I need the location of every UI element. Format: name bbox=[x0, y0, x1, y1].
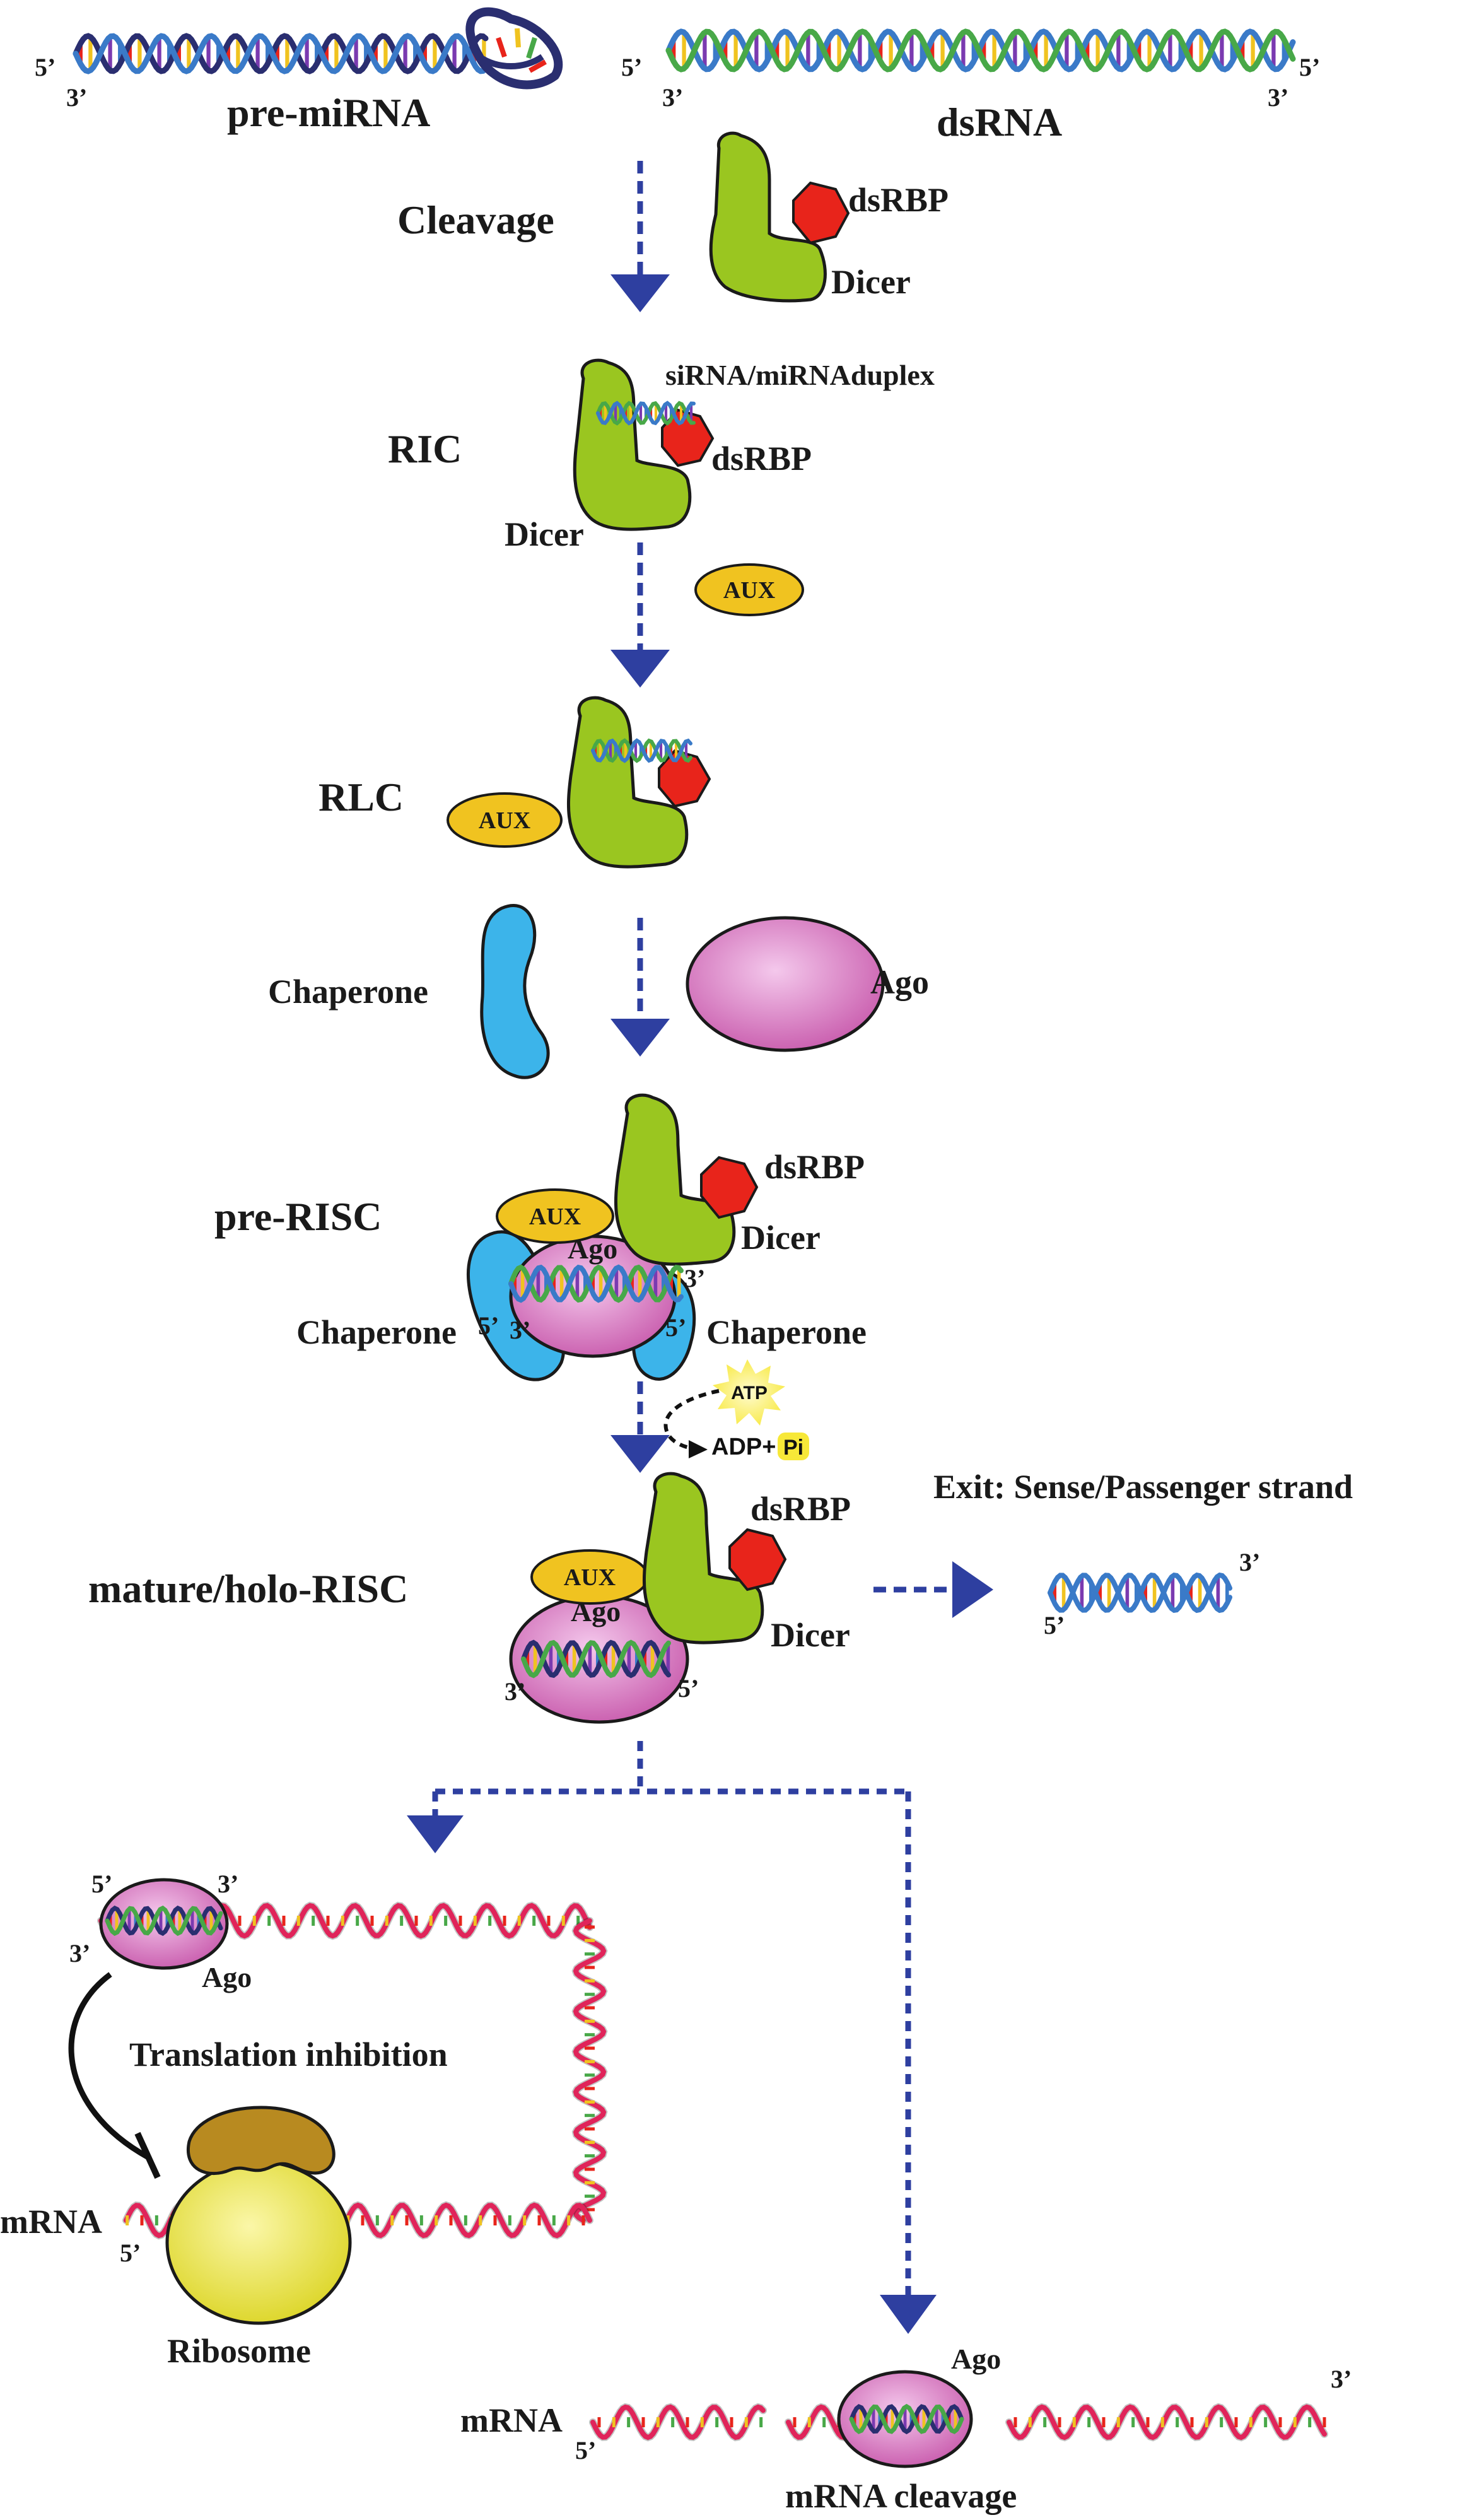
dicer-mature bbox=[642, 1472, 764, 1644]
ago-translation bbox=[99, 1878, 229, 1970]
translation-inhibition-label: Translation inhibition bbox=[129, 2036, 448, 2073]
passenger-three-prime: 3’ bbox=[1239, 1548, 1260, 1576]
cleave-three-prime: 3’ bbox=[1331, 2365, 1352, 2393]
dsrna-three-prime-left: 3’ bbox=[662, 83, 683, 112]
aux-rlc bbox=[447, 792, 563, 848]
aux-prerisc-label: AUX bbox=[529, 1204, 581, 1230]
dsrbp-rlc bbox=[658, 749, 711, 808]
dsrbp-label-ric: dsRBP bbox=[711, 440, 812, 478]
pre-mirna-stem bbox=[73, 33, 489, 74]
aux-prerisc bbox=[496, 1188, 614, 1244]
cleavage-guide bbox=[849, 2403, 964, 2435]
dsrna-five-prime-left: 5’ bbox=[621, 53, 642, 81]
aux-mature-label: AUX bbox=[564, 1564, 616, 1591]
ric-label: RIC bbox=[388, 426, 462, 471]
dicer-label-mature: Dicer bbox=[771, 1616, 850, 1654]
dicer-prerisc bbox=[614, 1093, 736, 1266]
ago-label-cleavage: Ago bbox=[951, 2343, 1001, 2375]
prerisc-five-prime-right: 5’ bbox=[665, 1313, 686, 1342]
prerisc-duplex bbox=[508, 1264, 684, 1303]
aux-free bbox=[694, 563, 804, 616]
mrna-label-translation: mRNA bbox=[0, 2203, 102, 2241]
atp-hydrolysis-arrow bbox=[663, 1389, 720, 1458]
exit-label: Exit: Sense/Passenger strand bbox=[933, 1468, 1353, 1506]
mature-five-prime: 5’ bbox=[678, 1674, 699, 1702]
inhibition-arc bbox=[68, 1972, 161, 2179]
ago-label-translation: Ago bbox=[202, 1961, 252, 1993]
ric-to-rlc-arrow bbox=[610, 542, 670, 688]
ago-free bbox=[686, 916, 885, 1052]
cleavage-label: Cleavage bbox=[397, 197, 554, 242]
trans-three-prime-left: 3’ bbox=[69, 1939, 90, 1967]
ribosome-label: Ribosome bbox=[167, 2332, 311, 2370]
prerisc-three-prime-left: 3’ bbox=[510, 1316, 530, 1344]
mrna-right-piece bbox=[1005, 2403, 1328, 2442]
trans-five-prime-bottom: 5’ bbox=[120, 2239, 141, 2267]
pre-mirna-three-prime: 3’ bbox=[66, 83, 87, 112]
ago-label-prerisc: Ago bbox=[568, 1233, 617, 1265]
atp-burst bbox=[713, 1359, 785, 1426]
cleavage-arrow bbox=[610, 161, 670, 312]
dsrbp-mature bbox=[728, 1528, 787, 1591]
dsrbp-label-prerisc: dsRBP bbox=[764, 1148, 865, 1186]
dsrbp-ric bbox=[661, 408, 715, 467]
dsrna-three-prime-right: 3’ bbox=[1268, 83, 1288, 112]
mature-duplex bbox=[521, 1639, 671, 1679]
dicer-label-prerisc: Dicer bbox=[741, 1219, 821, 1257]
chaperone-label-free: Chaperone bbox=[268, 973, 428, 1011]
ago-label-mature: Ago bbox=[571, 1595, 621, 1627]
mature-risc-label: mature/holo-RISC bbox=[88, 1566, 408, 1611]
rna-helices bbox=[73, 28, 1328, 2442]
mature-three-prime: 3’ bbox=[505, 1677, 525, 1706]
ric-duplex bbox=[596, 401, 696, 426]
pre-mirna-hairpin bbox=[465, 7, 563, 90]
passenger-strand bbox=[1048, 1572, 1232, 1614]
dicer-1 bbox=[709, 131, 827, 303]
pi-label: Pi bbox=[783, 1436, 803, 1460]
passenger-five-prime: 5’ bbox=[1044, 1611, 1065, 1639]
aux-rlc-label: AUX bbox=[479, 807, 530, 834]
dicer-label-1: Dicer bbox=[831, 263, 911, 301]
dsrbp-1 bbox=[792, 181, 850, 245]
rlc-label: RLC bbox=[318, 775, 404, 819]
atp-label: ATP bbox=[731, 1383, 768, 1404]
mrna-loop-right bbox=[571, 1917, 608, 2224]
mrna-cleavage-label: mRNA cleavage bbox=[785, 2477, 1017, 2515]
pre-mirna-five-prime: 5’ bbox=[35, 53, 55, 81]
prerisc-five-prime-left: 5’ bbox=[478, 1311, 499, 1340]
exit-arrow bbox=[873, 1561, 993, 1618]
chaperone-label-right: Chaperone bbox=[706, 1313, 867, 1351]
cleave-five-prime: 5’ bbox=[575, 2436, 596, 2464]
dsrna-five-prime-right: 5’ bbox=[1299, 53, 1320, 81]
pre-risc-label: pre-RISC bbox=[214, 1194, 382, 1239]
ago-bound-guide bbox=[105, 1905, 223, 1937]
chaperone-free bbox=[480, 904, 550, 1079]
dsrbp-label-mature: dsRBP bbox=[750, 1490, 851, 1528]
rlc-duplex bbox=[591, 738, 692, 763]
ago-label-free: Ago bbox=[870, 963, 929, 1001]
prerisc-three-prime-right: 3’ bbox=[684, 1264, 705, 1292]
mrna-label-cleavage: mRNA bbox=[460, 2401, 563, 2439]
split-connector bbox=[407, 1741, 937, 2334]
dsrna-label: dsRNA bbox=[937, 100, 1062, 144]
mrna-left-piece bbox=[589, 2403, 767, 2442]
aux-free-label: AUX bbox=[723, 577, 775, 604]
chaperone-label-left: Chaperone bbox=[296, 1313, 457, 1351]
dsrna-helix bbox=[665, 28, 1296, 73]
ribosome-cap bbox=[187, 2106, 336, 2176]
pre-mirna-label: pre-miRNA bbox=[227, 90, 430, 135]
chaperone-to-prerisc-arrow bbox=[610, 918, 670, 1057]
trans-three-prime-top: 3’ bbox=[218, 1870, 238, 1898]
dsrbp-prerisc bbox=[700, 1156, 759, 1219]
trans-five-prime-top: 5’ bbox=[91, 1870, 112, 1898]
adp-label: ADP+ bbox=[711, 1434, 776, 1460]
dicer-label-ric: Dicer bbox=[505, 515, 584, 553]
dsrbp-label-1: dsRBP bbox=[848, 181, 949, 219]
duplex-label: siRNA/miRNAduplex bbox=[665, 359, 935, 391]
pi-badge bbox=[778, 1433, 809, 1460]
prerisc-to-mature-arrow bbox=[610, 1381, 670, 1473]
ribosome-body bbox=[165, 2160, 352, 2325]
